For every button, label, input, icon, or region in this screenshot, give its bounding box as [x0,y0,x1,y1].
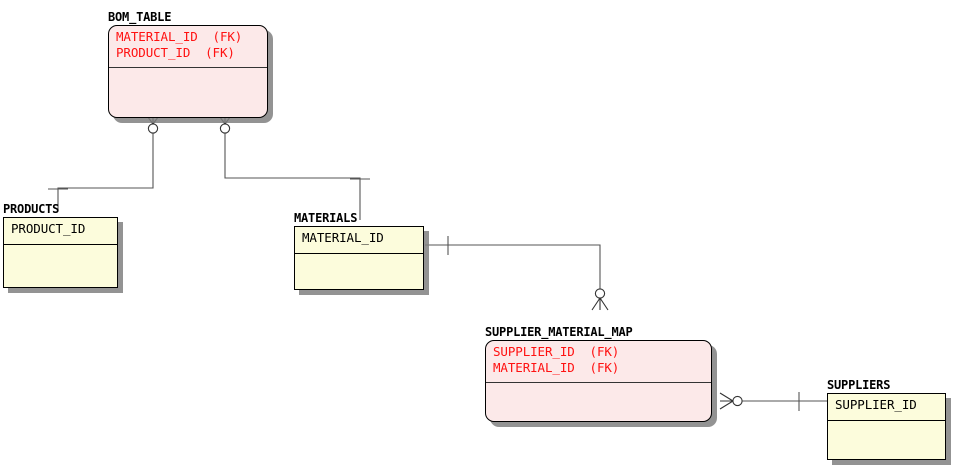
attribute-supplier-id-fk: SUPPLIER_ID (FK) [493,344,620,359]
entity-title-suppliers: SUPPLIERS [827,378,891,392]
key-divider [4,244,117,245]
key-divider [828,420,945,421]
attribute-block-key: MATERIAL_ID [295,227,423,246]
entity-title-supplier-material-map: SUPPLIER_MATERIAL_MAP [485,325,633,339]
key-divider [486,382,711,383]
attribute-material-id-fk: MATERIAL_ID (FK) [116,29,243,44]
attribute-product-id-fk: PRODUCT_ID (FK) [116,45,235,60]
entity-suppliers[interactable]: SUPPLIERS SUPPLIER_ID [827,379,946,460]
attribute-block-key: SUPPLIER_ID (FK) MATERIAL_ID (FK) [486,341,711,376]
entity-title-materials: MATERIALS [294,211,358,225]
entity-title-products: PRODUCTS [3,202,60,216]
connector-products-bom[interactable] [48,112,162,211]
entity-box-products: PRODUCT_ID [3,217,118,288]
entity-box-materials: MATERIAL_ID [294,226,424,290]
attribute-block-key: PRODUCT_ID [4,218,117,237]
entity-box-bom-table: MATERIAL_ID (FK) PRODUCT_ID (FK) [108,25,268,118]
entity-materials[interactable]: MATERIALS MATERIAL_ID [294,212,424,290]
entity-supplier-material-map[interactable]: SUPPLIER_MATERIAL_MAP SUPPLIER_ID (FK) M… [485,326,712,422]
attribute-supplier-id-pk: SUPPLIER_ID [835,397,917,412]
attribute-product-id-pk: PRODUCT_ID [11,221,86,236]
connector-materials-bom[interactable] [216,112,370,220]
connector-materials-supplier-map[interactable] [425,236,609,311]
attribute-material-id-pk: MATERIAL_ID [302,230,384,245]
entity-box-supplier-material-map: SUPPLIER_ID (FK) MATERIAL_ID (FK) [485,340,712,422]
entity-title-bom-table: BOM_TABLE [108,10,172,24]
connector-suppliers-supplier-map[interactable] [719,392,827,411]
attribute-material-id-fk: MATERIAL_ID (FK) [493,360,620,375]
entity-box-suppliers: SUPPLIER_ID [827,393,946,460]
entity-bom-table[interactable]: BOM_TABLE MATERIAL_ID (FK) PRODUCT_ID (F… [108,11,268,118]
key-divider [109,67,267,68]
attribute-block-key: SUPPLIER_ID [828,394,945,413]
key-divider [295,253,423,254]
attribute-block-key: MATERIAL_ID (FK) PRODUCT_ID (FK) [109,26,267,61]
entity-products[interactable]: PRODUCTS PRODUCT_ID [3,203,118,288]
